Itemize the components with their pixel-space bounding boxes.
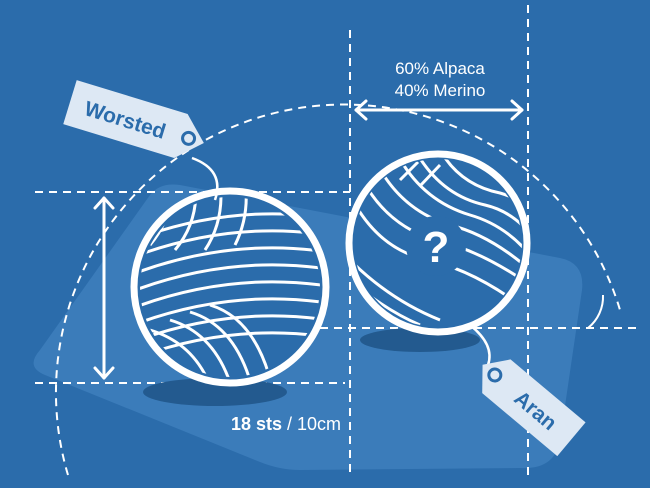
angle-marker bbox=[587, 294, 605, 329]
height-arrow bbox=[93, 196, 115, 380]
gauge-label-rest: / 10cm bbox=[282, 414, 341, 434]
tag-worsted: Worsted bbox=[63, 80, 204, 159]
yarn-ball-left-shadow bbox=[143, 378, 287, 406]
unknown-yarn-mark: ? bbox=[423, 223, 450, 272]
tag-string-aran bbox=[469, 324, 491, 366]
width-arrow bbox=[354, 99, 524, 121]
fiber-label-line1: 60% Alpaca bbox=[395, 59, 485, 78]
gauge-label-bold: 18 sts bbox=[231, 414, 282, 434]
arc-guide bbox=[54, 103, 621, 476]
tag-aran-hole-icon bbox=[487, 367, 503, 383]
tag-worsted-hole-icon bbox=[181, 130, 197, 146]
yarn-ball-right-icon bbox=[345, 150, 531, 336]
fiber-label-line2: 40% Merino bbox=[395, 81, 486, 100]
gauge-label: 18 sts / 10cm bbox=[231, 414, 341, 434]
tag-string-worsted bbox=[191, 156, 219, 201]
